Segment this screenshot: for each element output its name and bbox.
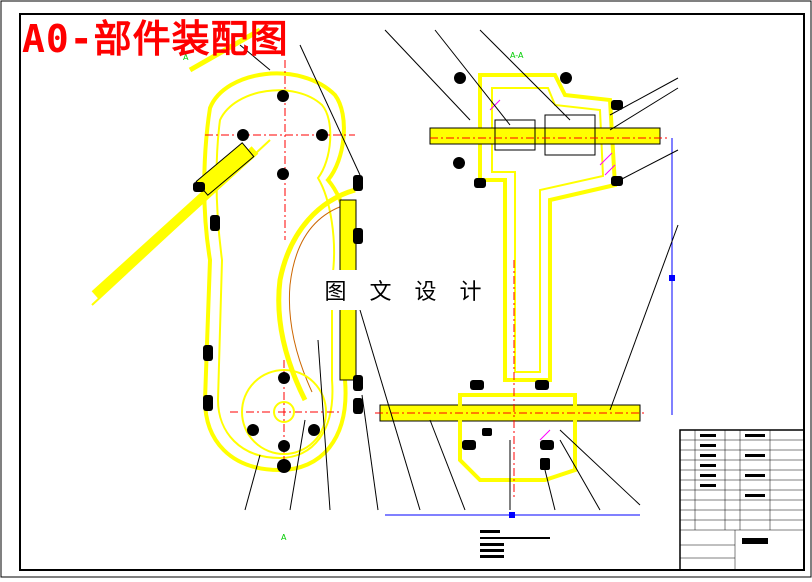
leader-lines xyxy=(239,44,379,511)
marker-a-bottom: A xyxy=(281,533,287,542)
lever-arm xyxy=(276,187,356,402)
marker-a-top: A xyxy=(183,53,189,62)
top-rod xyxy=(188,27,262,73)
bottom-hub xyxy=(241,369,327,455)
inner-border xyxy=(19,13,805,571)
drawing-title: A0-部件装配图 xyxy=(22,17,289,61)
front-view xyxy=(91,27,379,511)
housing-inner xyxy=(215,89,335,460)
lever-centerline xyxy=(288,204,346,393)
bolts xyxy=(193,90,363,473)
technical-notes xyxy=(480,530,550,558)
housing-outline xyxy=(202,71,351,473)
section-label: A-A xyxy=(510,51,524,60)
section-view xyxy=(359,29,679,518)
upper-housing xyxy=(478,73,618,382)
dimension-lines xyxy=(385,138,673,516)
hatching xyxy=(489,99,616,441)
watermark-text: 图 文 设 计 xyxy=(322,270,492,310)
section-leaders xyxy=(359,29,679,511)
section-bolts xyxy=(453,72,623,470)
title-block xyxy=(679,429,805,571)
lower-housing xyxy=(458,393,577,482)
